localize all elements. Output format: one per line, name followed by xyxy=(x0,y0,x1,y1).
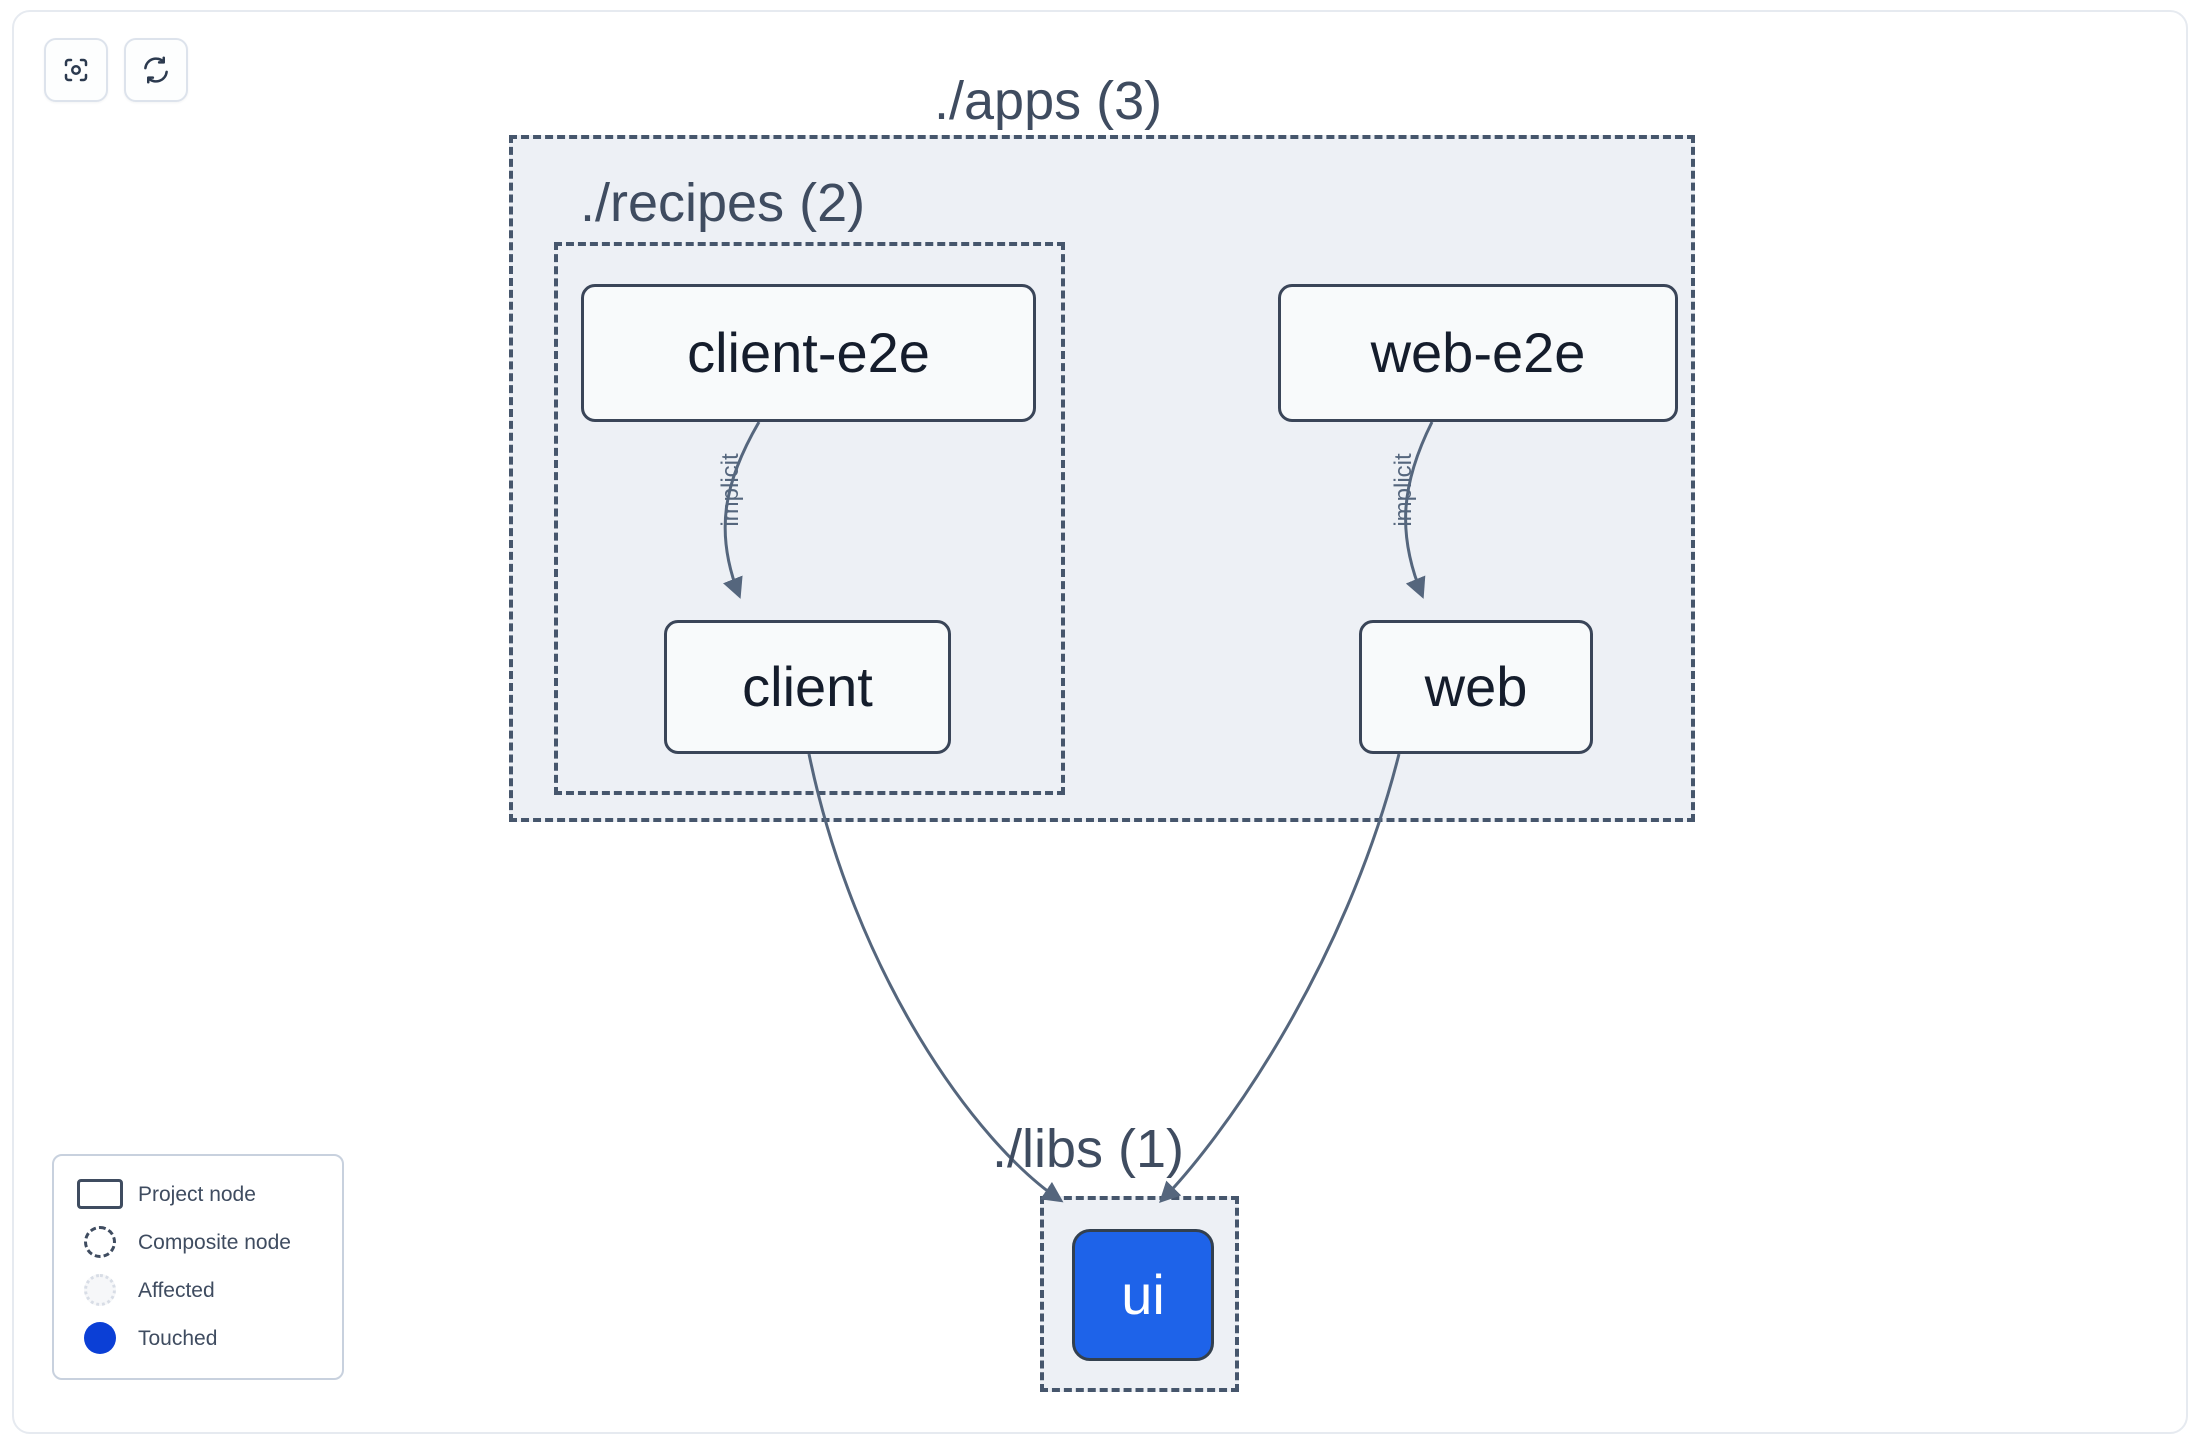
project-node-web[interactable]: web xyxy=(1359,620,1593,754)
graph-canvas[interactable]: ./apps (3) ./recipes (2) ./libs (1) impl… xyxy=(14,12,2186,1432)
project-node-client-e2e[interactable]: client-e2e xyxy=(581,284,1036,422)
touched-swatch xyxy=(72,1322,128,1354)
composite-group-apps-label: ./apps (3) xyxy=(934,71,1163,131)
project-node-web-e2e[interactable]: web-e2e xyxy=(1278,284,1678,422)
graph-app-frame: ./apps (3) ./recipes (2) ./libs (1) impl… xyxy=(12,10,2188,1434)
project-node-client[interactable]: client xyxy=(664,620,951,754)
legend-label-composite-node: Composite node xyxy=(138,1230,291,1254)
project-node-ui[interactable]: ui xyxy=(1072,1229,1214,1361)
focus-graph-button[interactable] xyxy=(44,38,108,102)
refresh-graph-button[interactable] xyxy=(124,38,188,102)
legend-label-touched: Touched xyxy=(138,1326,218,1350)
composite-group-libs-label: ./libs (1) xyxy=(992,1119,1185,1179)
refresh-icon xyxy=(141,55,171,85)
legend-label-project-node: Project node xyxy=(138,1182,256,1206)
legend-item-composite-node: Composite node xyxy=(72,1218,324,1266)
project-node-swatch xyxy=(72,1179,128,1209)
legend-item-project-node: Project node xyxy=(72,1170,324,1218)
edge-label-client-e2e-client: implicit xyxy=(717,453,744,527)
composite-group-recipes-label: ./recipes (2) xyxy=(580,173,866,233)
legend-item-touched: Touched xyxy=(72,1314,324,1362)
affected-swatch xyxy=(72,1274,128,1306)
graph-toolbar xyxy=(44,38,188,102)
focus-icon xyxy=(61,55,91,85)
edge-label-web-e2e-web: implicit xyxy=(1390,453,1417,527)
legend-item-affected: Affected xyxy=(72,1266,324,1314)
legend-label-affected: Affected xyxy=(138,1278,215,1302)
graph-legend: Project node Composite node Affected Tou… xyxy=(52,1154,344,1380)
composite-node-swatch xyxy=(72,1226,128,1258)
